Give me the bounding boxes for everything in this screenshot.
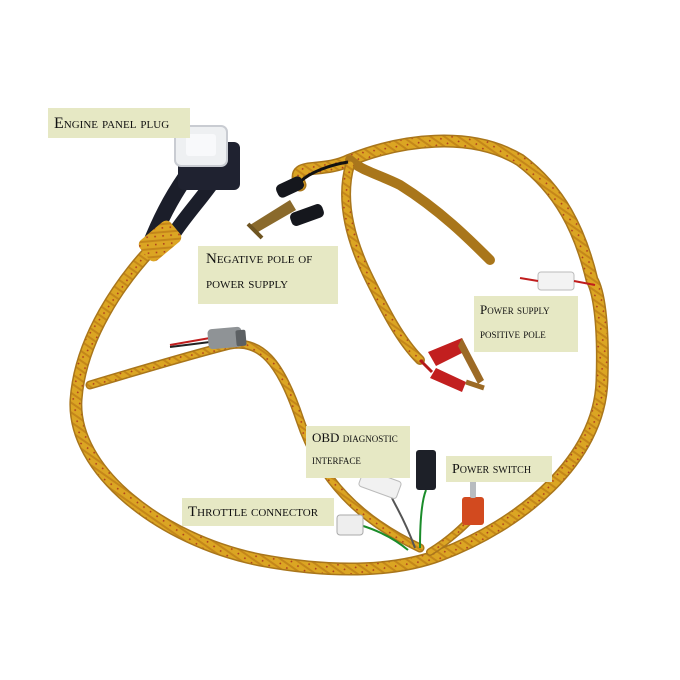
label-text: Throttle connector [188, 504, 319, 520]
label-throttle-connector: Throttle connector [182, 498, 334, 526]
negative-clamp [246, 160, 349, 240]
label-power-switch: Power switch [446, 456, 552, 482]
label-text: OBD diagnostic [312, 430, 398, 445]
label-text: Negative pole of [206, 251, 313, 267]
label-text: Power switch [452, 462, 532, 477]
harness-cable [69, 134, 609, 576]
label-obd: OBD diagnostic interface [306, 426, 410, 478]
left-connector [169, 326, 247, 350]
label-text: positive pole [480, 326, 546, 342]
fuse-connector [519, 271, 596, 291]
label-text: power supply [206, 275, 289, 292]
label-text: Engine panel plug [54, 115, 170, 132]
label-engine-panel-plug: Engine panel plug [48, 108, 190, 138]
label-power-positive: Power supply positive pole [474, 296, 578, 352]
positive-clamp [418, 338, 485, 392]
label-text: interface [312, 452, 361, 468]
label-negative-pole: Negative pole of power supply [198, 246, 338, 304]
power-switch [462, 480, 484, 525]
throttle-connector [336, 514, 409, 551]
label-text: Power supply [480, 302, 550, 317]
